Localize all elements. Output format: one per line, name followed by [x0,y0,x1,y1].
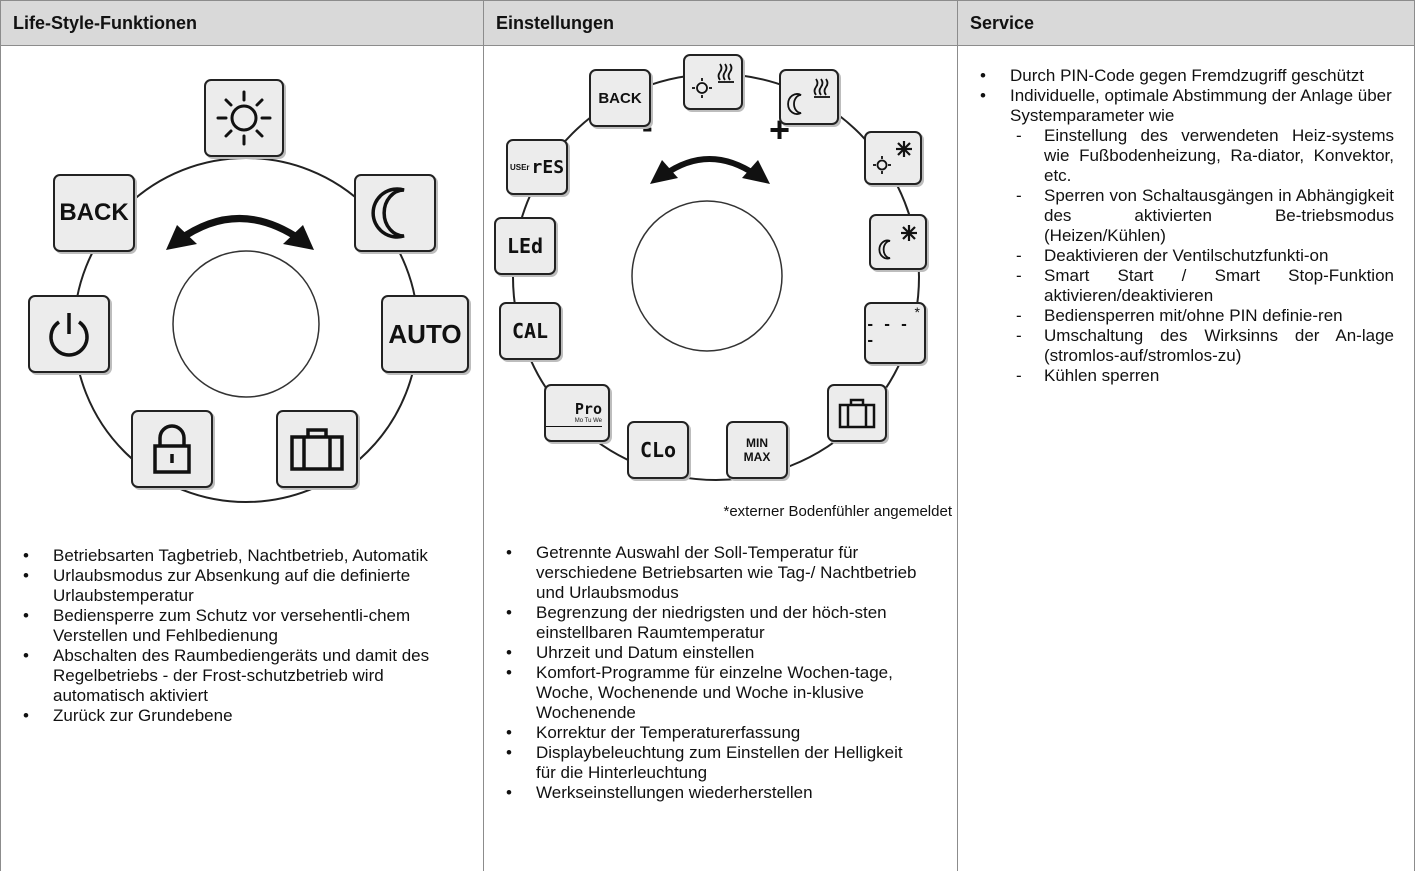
minus-label: - [642,109,653,145]
min-label: MIN [746,436,768,450]
list-item-text: Individuelle, optimale Abstimmung der An… [1010,86,1392,125]
led-key[interactable]: LEd [494,217,556,275]
sublist-item: Smart Start / Smart Stop-Funktion aktivi… [1010,266,1394,306]
back-key[interactable]: BACK [53,174,135,252]
sublist-item: Sperren von Schaltausgängen in Abhängigk… [1010,186,1394,246]
holiday-key[interactable] [276,410,358,488]
service-list: Durch PIN-Code gegen Fremdzugriff geschü… [958,66,1394,386]
auto-label: AUTO [388,318,462,349]
back-label: BACK [59,199,129,226]
floor-sensor-key[interactable]: - - - - * [864,302,926,364]
night-cooling-key[interactable] [869,214,927,270]
list-item-text: Durch PIN-Code gegen Fremdzugriff geschü… [1010,66,1365,85]
list-item: Individuelle, optimale Abstimmung der An… [958,86,1394,386]
moon-icon [371,187,405,239]
day-heating-key[interactable] [683,54,743,110]
user-reset-key[interactable]: USEr rES [506,139,568,195]
sublist-item: Einstellung des verwendeten Heiz-systems… [1010,126,1394,186]
column-settings: Einstellungen - + BACK [483,0,957,871]
list-item: Betriebsarten Tagbetrieb, Nachtbetrieb, … [1,546,451,566]
pro-label: Pro [574,399,602,418]
list-item: Getrennte Auswahl der Soll-Temperatur fü… [484,543,924,603]
column-lifestyle: Life-Style-Funktionen [0,0,483,871]
header-settings: Einstellungen [484,0,957,46]
sun-icon [216,90,272,146]
cal-key[interactable]: CAL [499,302,561,360]
back-key[interactable]: BACK [589,69,651,127]
list-item: Urlaubsmodus zur Absenkung auf die defin… [1,566,451,606]
night-heating-key[interactable] [779,69,839,125]
lock-key[interactable] [131,410,213,488]
dashes-label: - - - - [866,317,909,349]
list-item: Durch PIN-Code gegen Fremdzugriff geschü… [958,66,1394,86]
suitcase-icon [838,398,876,429]
auto-key[interactable]: AUTO [381,295,469,373]
asterisk-label: * [914,304,920,320]
sun-heat-icon [692,63,734,98]
sublist-item: Deaktivieren der Ventilschutzfunkti-on [1010,246,1394,266]
list-item: Komfort-Programme für einzelne Wochen-ta… [484,663,924,723]
cal-label: CAL [511,319,549,343]
sublist-item: Bediensperren mit/ohne PIN definie-ren [1010,306,1394,326]
list-item: Bediensperre zum Schutz vor versehentli-… [1,606,451,646]
service-sublist: Einstellung des verwendeten Heiz-systems… [1010,126,1394,386]
back-label: BACK [598,89,642,107]
holiday-key[interactable] [827,384,887,442]
program-key[interactable]: Pro Mo Tu We [544,384,610,442]
header-service: Service [958,0,1414,46]
lock-icon [153,424,191,474]
footnote: *externer Bodenfühler angemeldet [723,503,953,520]
settings-dial: - + BACK USEr [484,47,958,487]
moon-heat-icon [787,78,830,115]
pro-days-label: Mo Tu We [574,417,602,424]
day-key[interactable] [204,79,284,157]
sun-snow-icon [873,141,912,174]
settings-list: Getrennte Auswahl der Soll-Temperatur fü… [484,543,924,803]
led-label: LEd [506,234,544,258]
sublist-item: Kühlen sperren [1010,366,1394,386]
list-item: Zurück zur Grundebene [1,706,451,726]
lifestyle-dial: BACK AUTO [1,47,484,507]
night-key[interactable] [354,174,436,252]
list-item: Displaybeleuchtung zum Einstellen der He… [484,743,924,783]
sublist-item: Umschaltung des Wirksinns der An-lage (s… [1010,326,1394,366]
min-max-key[interactable]: MIN MAX [726,421,788,479]
clock-key[interactable]: CLo [627,421,689,479]
max-label: MAX [743,450,771,464]
list-item: Begrenzung der niedrigsten und der höch-… [484,603,924,643]
user-prefix: USEr [509,162,530,172]
power-key[interactable] [28,295,110,373]
list-item: Korrektur der Temperaturerfassung [484,723,924,743]
lifestyle-dial-ring [73,157,419,503]
moon-snow-icon [878,225,917,260]
lifestyle-list: Betriebsarten Tagbetrieb, Nachtbetrieb, … [1,546,451,726]
clo-label: CLo [639,438,677,462]
res-label: rES [531,156,565,178]
power-icon [49,313,89,357]
column-service: Service Durch PIN-Code gegen Fremdzugrif… [957,0,1415,871]
header-lifestyle: Life-Style-Funktionen [1,0,483,46]
day-cooling-key[interactable] [864,131,922,185]
list-item: Uhrzeit und Datum einstellen [484,643,924,663]
pro-timeline [546,425,602,427]
list-item: Abschalten des Raumbediengeräts und dami… [1,646,451,706]
list-item: Werkseinstellungen wiederherstellen [484,783,924,803]
suitcase-icon [290,428,344,471]
